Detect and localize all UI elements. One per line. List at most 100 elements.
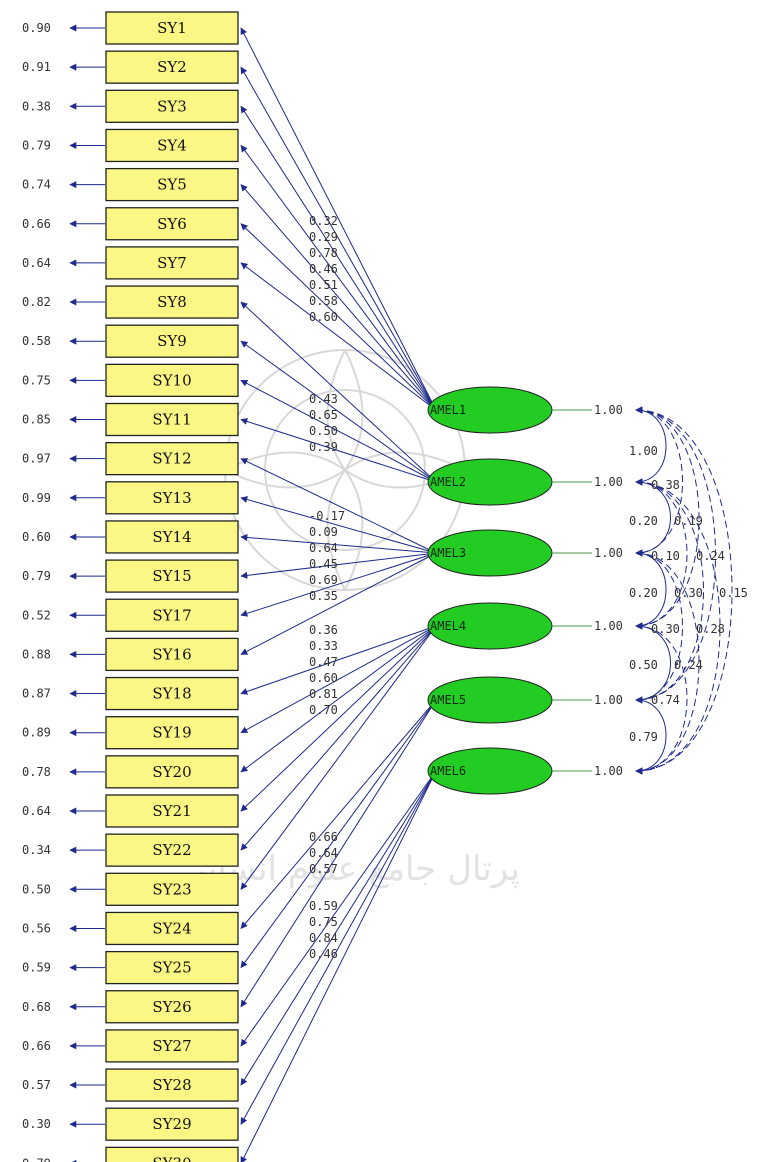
indicator-node: SY24 0.56: [22, 911, 239, 946]
loading-arrow: [240, 770, 437, 1162]
indicator-label: SY6: [157, 215, 187, 233]
loading-label: 0.59: [309, 899, 338, 913]
loading-label: 0.84: [309, 931, 338, 945]
error-variance-label: 0.79: [22, 138, 51, 152]
loading-label: 0.64: [309, 846, 338, 860]
error-variance-label: 0.60: [22, 530, 51, 544]
indicator-label: SY7: [157, 254, 187, 272]
loading-arrow: [240, 625, 437, 734]
loading-arrow: [240, 625, 437, 695]
loading-arrow: [240, 552, 437, 579]
indicator-label: SY12: [152, 450, 191, 468]
indicator-box: [105, 1146, 239, 1162]
error-variance-label: 0.79: [22, 1156, 51, 1162]
indicator-box: [105, 207, 239, 241]
indicator-column: SY10.90SY20.91SY30.38SY40.79SY50.74SY60.…: [22, 11, 239, 1162]
indicator-box: [105, 950, 239, 985]
loading-labels: 0.320.290.780.460.510.580.600.430.650.50…: [309, 214, 345, 961]
loading-label: 0.43: [309, 392, 338, 406]
indicator-node: SY3 0.38: [22, 89, 239, 123]
indicator-box: [105, 11, 239, 45]
error-variance-label: 0.68: [22, 1000, 51, 1014]
error-variance-label: 0.66: [22, 1039, 51, 1053]
correlation-label: 0.24: [674, 658, 703, 672]
loading-arrow: [240, 105, 437, 411]
loading-arrow: [240, 770, 437, 1047]
indicator-label: SY13: [152, 489, 191, 507]
latent-variance-label: 1.00: [594, 546, 623, 560]
loading-arrow: [240, 552, 437, 617]
loading-arrow: [240, 184, 437, 411]
indicator-box: [105, 324, 239, 358]
correlation-label: 0.50: [629, 658, 658, 672]
indicator-label: SY28: [152, 1076, 191, 1094]
loading-label: 0.46: [309, 947, 338, 961]
error-variance-label: 0.38: [22, 99, 51, 113]
loading-label: 0.29: [309, 230, 338, 244]
error-variance-label: 0.64: [22, 256, 51, 270]
latent-variance-label: 1.00: [594, 693, 623, 707]
loading-label: 0.45: [309, 557, 338, 571]
indicator-label: SY24: [152, 919, 191, 937]
indicator-node: SY23 0.50: [22, 872, 239, 906]
indicator-box: [105, 1029, 239, 1063]
loading-label: 0.33: [309, 639, 338, 653]
correlation-arc: [635, 478, 688, 630]
error-variance-label: 0.56: [22, 921, 51, 935]
error-variance-label: 0.78: [22, 765, 51, 779]
indicator-node: SY7 0.64: [22, 246, 239, 280]
indicator-label: SY5: [157, 176, 187, 194]
error-variance-label: 0.75: [22, 373, 51, 387]
indicator-label: SY26: [152, 998, 191, 1016]
loading-label: 0.70: [309, 703, 338, 717]
loading-label: 0.39: [309, 440, 338, 454]
indicator-box: [105, 167, 239, 202]
latent-label: AMEL5: [430, 693, 466, 707]
indicator-box: [105, 1068, 239, 1102]
indicator-node: SY20.91: [22, 50, 239, 84]
loading-label: 0.64: [309, 541, 338, 555]
latent-variance-label: 1.00: [594, 619, 623, 633]
loading-arrow: [240, 533, 437, 554]
indicator-label: SY27: [152, 1037, 191, 1055]
indicator-node: SY26 0.68: [22, 990, 239, 1024]
error-variance-label: 0.97: [22, 452, 51, 466]
correlation-arc: [635, 478, 721, 775]
correlation-arc: [635, 478, 671, 557]
loading-label: 0.78: [309, 246, 338, 260]
correlation-label: 0.30: [674, 586, 703, 600]
indicator-box: [105, 911, 239, 946]
correlation-label: 0.30: [651, 622, 680, 636]
loading-arrow: [240, 301, 437, 483]
indicator-label: SY14: [152, 528, 191, 546]
loading-arrow: [240, 625, 437, 851]
correlation-arc: [635, 406, 716, 704]
loading-arrow: [240, 340, 437, 483]
indicator-node: SY300.79: [22, 1146, 239, 1162]
correlation-label: 0.20: [629, 514, 658, 528]
indicator-label: SY23: [152, 880, 191, 898]
indicator-label: SY18: [152, 685, 191, 703]
indicator-label: SY16: [152, 645, 191, 663]
error-variance-label: 0.30: [22, 1117, 51, 1131]
loading-arrow: [240, 699, 437, 929]
loading-arrow: [240, 223, 437, 411]
indicator-label: SY3: [157, 97, 187, 115]
error-variance-label: 0.90: [22, 21, 51, 35]
error-variance-label: 0.74: [22, 178, 51, 192]
loading-label: 0.51: [309, 278, 338, 292]
error-variance-label: 0.50: [22, 882, 51, 896]
